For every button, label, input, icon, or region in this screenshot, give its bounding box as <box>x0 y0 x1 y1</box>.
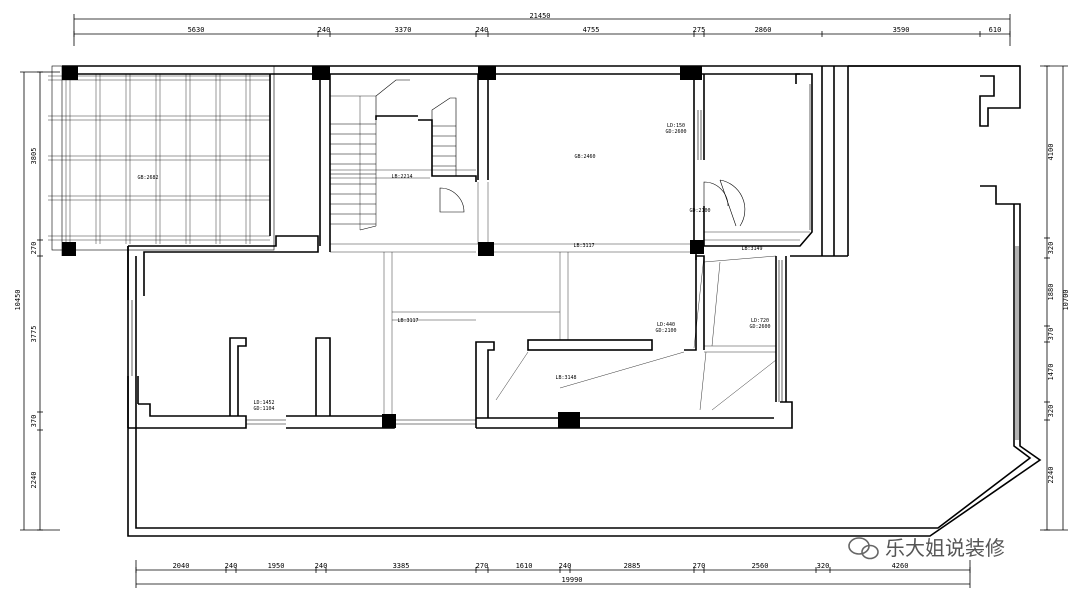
column <box>382 414 396 428</box>
label-right-gd: GD:2600 <box>749 324 770 330</box>
dimension-value: 2560 <box>752 562 769 570</box>
dimension-value: 5630 <box>188 26 205 34</box>
label-beam-c: LB:3117 <box>397 318 418 324</box>
wechat-icon <box>848 537 879 560</box>
label-mid-ld: LD:440 <box>657 322 675 328</box>
dimension-value: 3805 <box>30 148 38 165</box>
column <box>478 66 496 80</box>
column <box>312 66 330 80</box>
dimension-value: 320 <box>817 562 830 570</box>
dimension-value: 1950 <box>268 562 285 570</box>
dimension-value: 240 <box>315 562 328 570</box>
label-beam-a: LB:3117 <box>573 243 594 249</box>
dimension-value: 240 <box>476 26 489 34</box>
dimension-value: 4260 <box>892 562 909 570</box>
label-room-ld: LD:150 <box>667 123 685 129</box>
structural-columns <box>62 66 704 428</box>
dim-bottom-total: 19990 <box>561 576 582 584</box>
dimension-value: 270 <box>30 242 38 255</box>
dim-top-total: 21450 <box>529 12 550 20</box>
door-swings <box>439 179 746 227</box>
column <box>62 66 78 80</box>
watermark: 乐大姐说装修 <box>848 536 1005 560</box>
column <box>690 240 704 254</box>
dimension-value: 3370 <box>395 26 412 34</box>
dimension-value: 240 <box>559 562 572 570</box>
dimension-value: 1880 <box>1047 284 1055 301</box>
dimension-value: 320 <box>1047 242 1055 255</box>
dimension-value: 610 <box>989 26 1002 34</box>
label-small-ld: LD:1452 <box>253 400 274 406</box>
dimension-value: 270 <box>476 562 489 570</box>
dimension-value: 4755 <box>583 26 600 34</box>
dimension-value: 2040 <box>173 562 190 570</box>
dimension-value: 240 <box>225 562 238 570</box>
dimension-value: 3775 <box>30 326 38 343</box>
dimension-right <box>1040 65 1068 531</box>
label-room-gd: GD:2600 <box>665 129 686 135</box>
dimension-left <box>20 71 60 531</box>
label-small-gd: GD:1104 <box>253 406 274 412</box>
dimension-top <box>73 14 1011 46</box>
dimension-value: 1470 <box>1047 364 1055 381</box>
stair-outline <box>359 79 457 231</box>
dimension-value: 370 <box>30 415 38 428</box>
dimension-value: 1610 <box>516 562 533 570</box>
dim-right-total: 10700 <box>1062 289 1070 310</box>
dimension-value: 270 <box>693 562 706 570</box>
walls <box>62 65 1042 537</box>
dimension-bottom <box>135 560 971 588</box>
beam-lines <box>330 95 810 416</box>
label-low-lb: LB:3148 <box>555 375 576 381</box>
dim-left-total: 10450 <box>14 289 22 310</box>
windows <box>127 84 1019 440</box>
column <box>558 412 580 428</box>
column <box>62 242 76 256</box>
label-terrace: GB:2682 <box>137 175 158 181</box>
staircase <box>330 120 456 226</box>
label-right-ld: LD:720 <box>751 318 769 324</box>
terrace-grid <box>48 74 270 244</box>
dimension-value: 2240 <box>30 472 38 489</box>
label-stair: LB:2214 <box>391 174 412 180</box>
column <box>680 66 702 80</box>
dimension-value: 3590 <box>893 26 910 34</box>
dimension-value: 3385 <box>393 562 410 570</box>
label-beam-b: LB:3149 <box>741 246 762 252</box>
dimension-value: 4100 <box>1047 144 1055 161</box>
dimension-value: 320 <box>1047 405 1055 418</box>
watermark-text: 乐大姐说装修 <box>885 536 1005 560</box>
label-door: GD:2100 <box>689 208 710 214</box>
dimension-value: 2885 <box>624 562 641 570</box>
dimension-value: 370 <box>1047 328 1055 341</box>
dimension-value: 2860 <box>755 26 772 34</box>
column <box>478 242 494 256</box>
dimension-value: 240 <box>318 26 331 34</box>
dimension-value: 275 <box>693 26 706 34</box>
label-mid-gd: GD:2100 <box>655 328 676 334</box>
terrace-pergola <box>51 65 275 256</box>
label-room: GB:2460 <box>574 154 595 160</box>
dimension-value: 2240 <box>1047 467 1055 484</box>
